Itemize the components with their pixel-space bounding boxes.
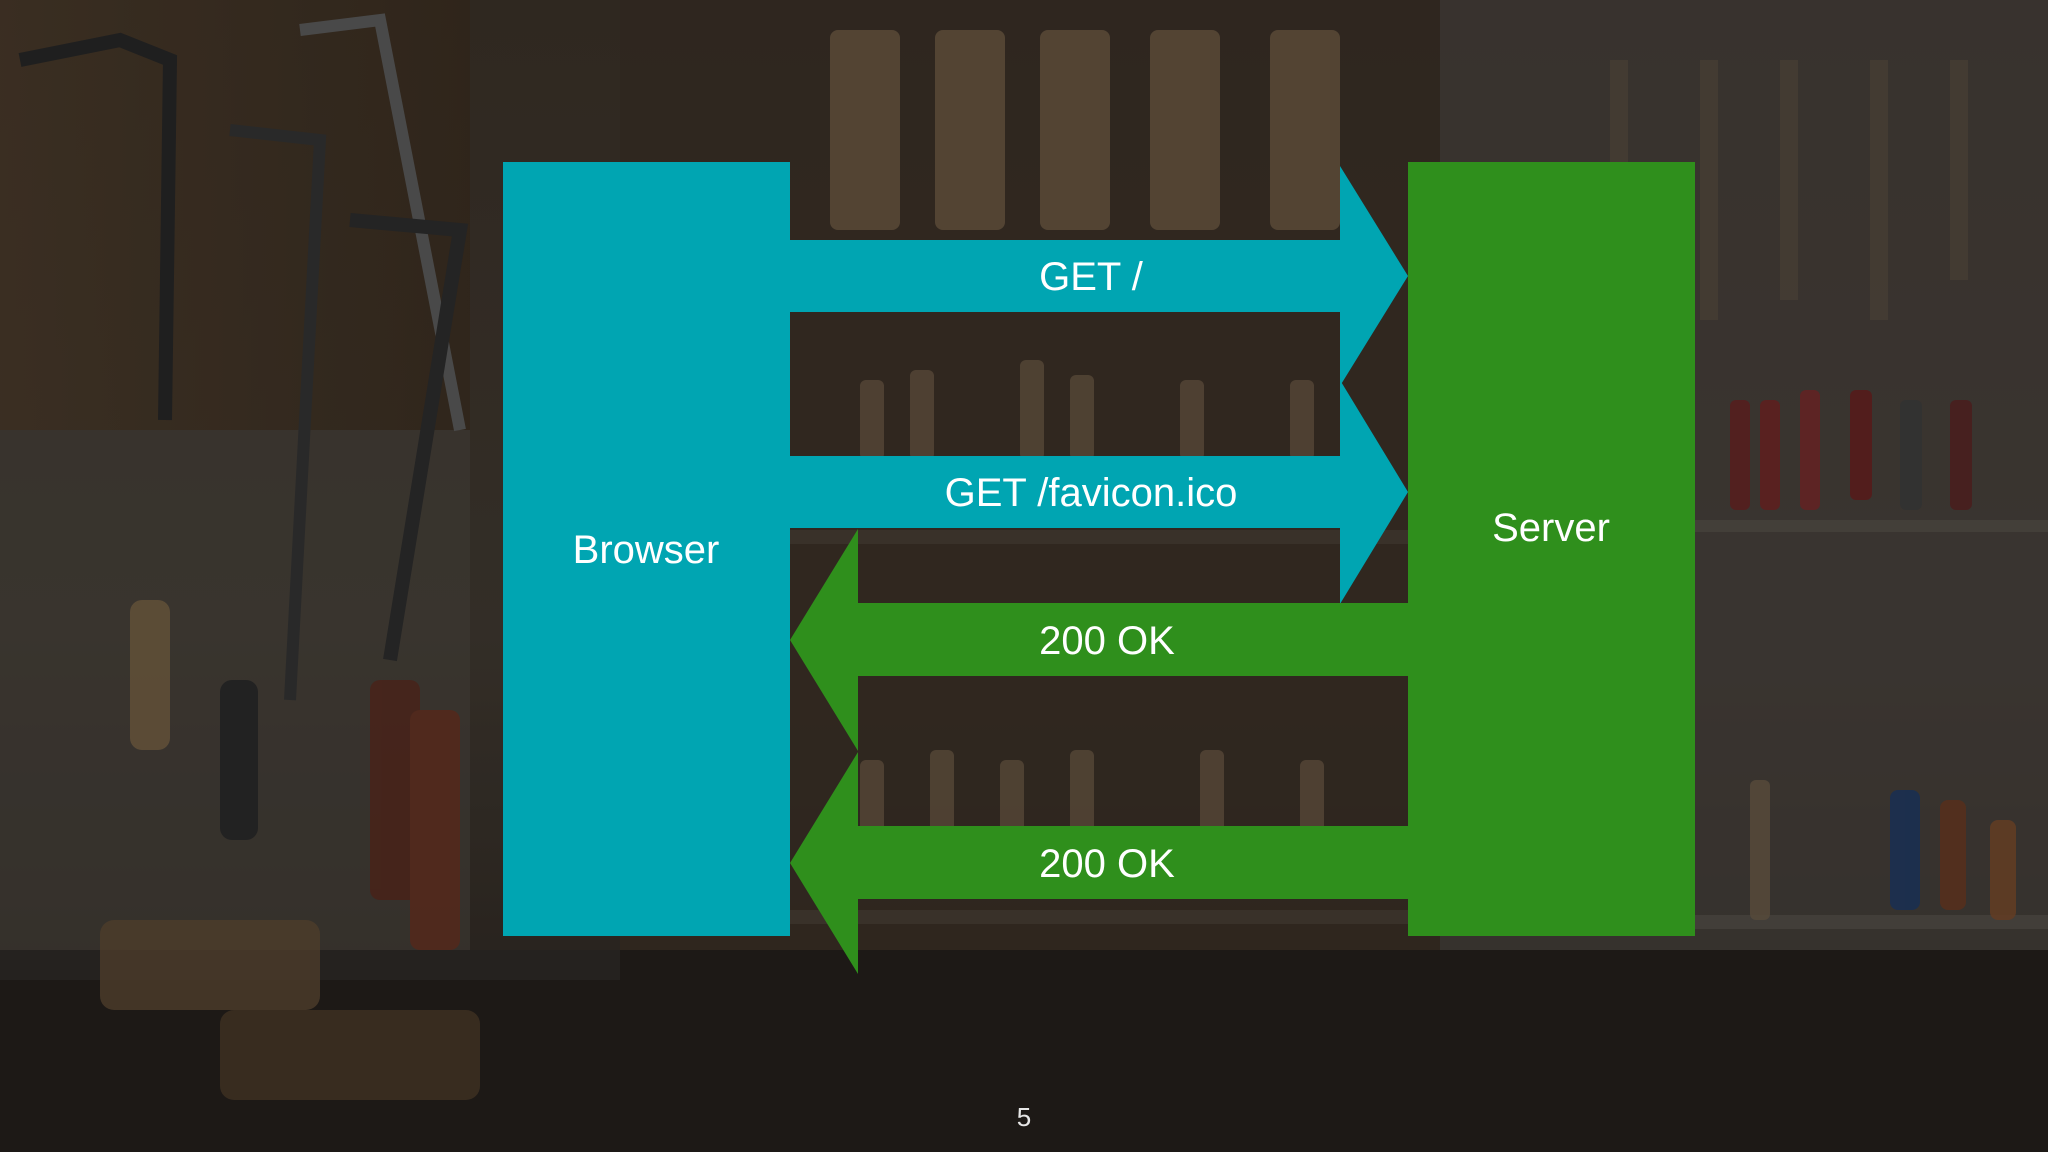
request-label-get-root: GET /	[1039, 255, 1144, 299]
response-label-200-ok-2: 200 OK	[1039, 842, 1175, 886]
browser-label: Browser	[573, 528, 720, 572]
response-label-200-ok-1: 200 OK	[1039, 619, 1175, 663]
request-label-get-favicon: GET /favicon.ico	[945, 471, 1238, 515]
response-arrow-200-ok-1	[790, 529, 1410, 751]
request-arrow-get-favicon	[788, 380, 1408, 604]
request-arrow-get-root	[788, 166, 1408, 386]
response-arrow-200-ok-2	[790, 752, 1410, 974]
server-label: Server	[1492, 506, 1610, 550]
server-block	[1408, 162, 1695, 936]
page-number: 5	[1016, 1102, 1032, 1132]
browser-block	[503, 162, 790, 936]
